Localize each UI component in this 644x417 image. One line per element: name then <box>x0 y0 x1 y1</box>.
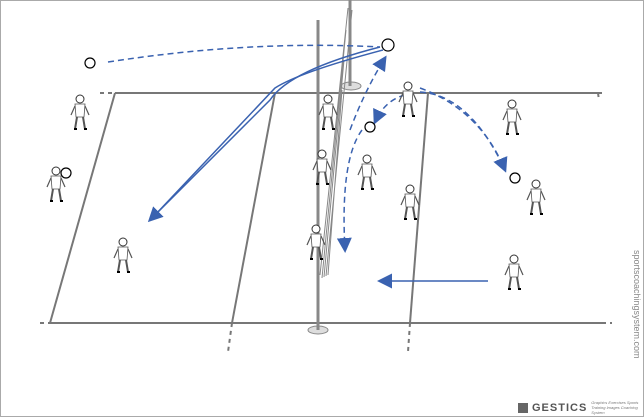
gestics-logo: GESTICS Graphics Exercises Sports Traini… <box>518 400 644 415</box>
balls <box>60 38 521 184</box>
watermark: sportscoachingsystem.com <box>632 250 642 359</box>
court-lines <box>40 92 612 353</box>
players <box>46 81 546 290</box>
logo-name: GESTICS <box>532 401 588 414</box>
net <box>307 0 362 335</box>
logo-mark-icon <box>518 402 528 413</box>
logo-tagline: Graphics Exercises Sports Training Image… <box>591 400 639 415</box>
trajectories <box>107 44 508 289</box>
